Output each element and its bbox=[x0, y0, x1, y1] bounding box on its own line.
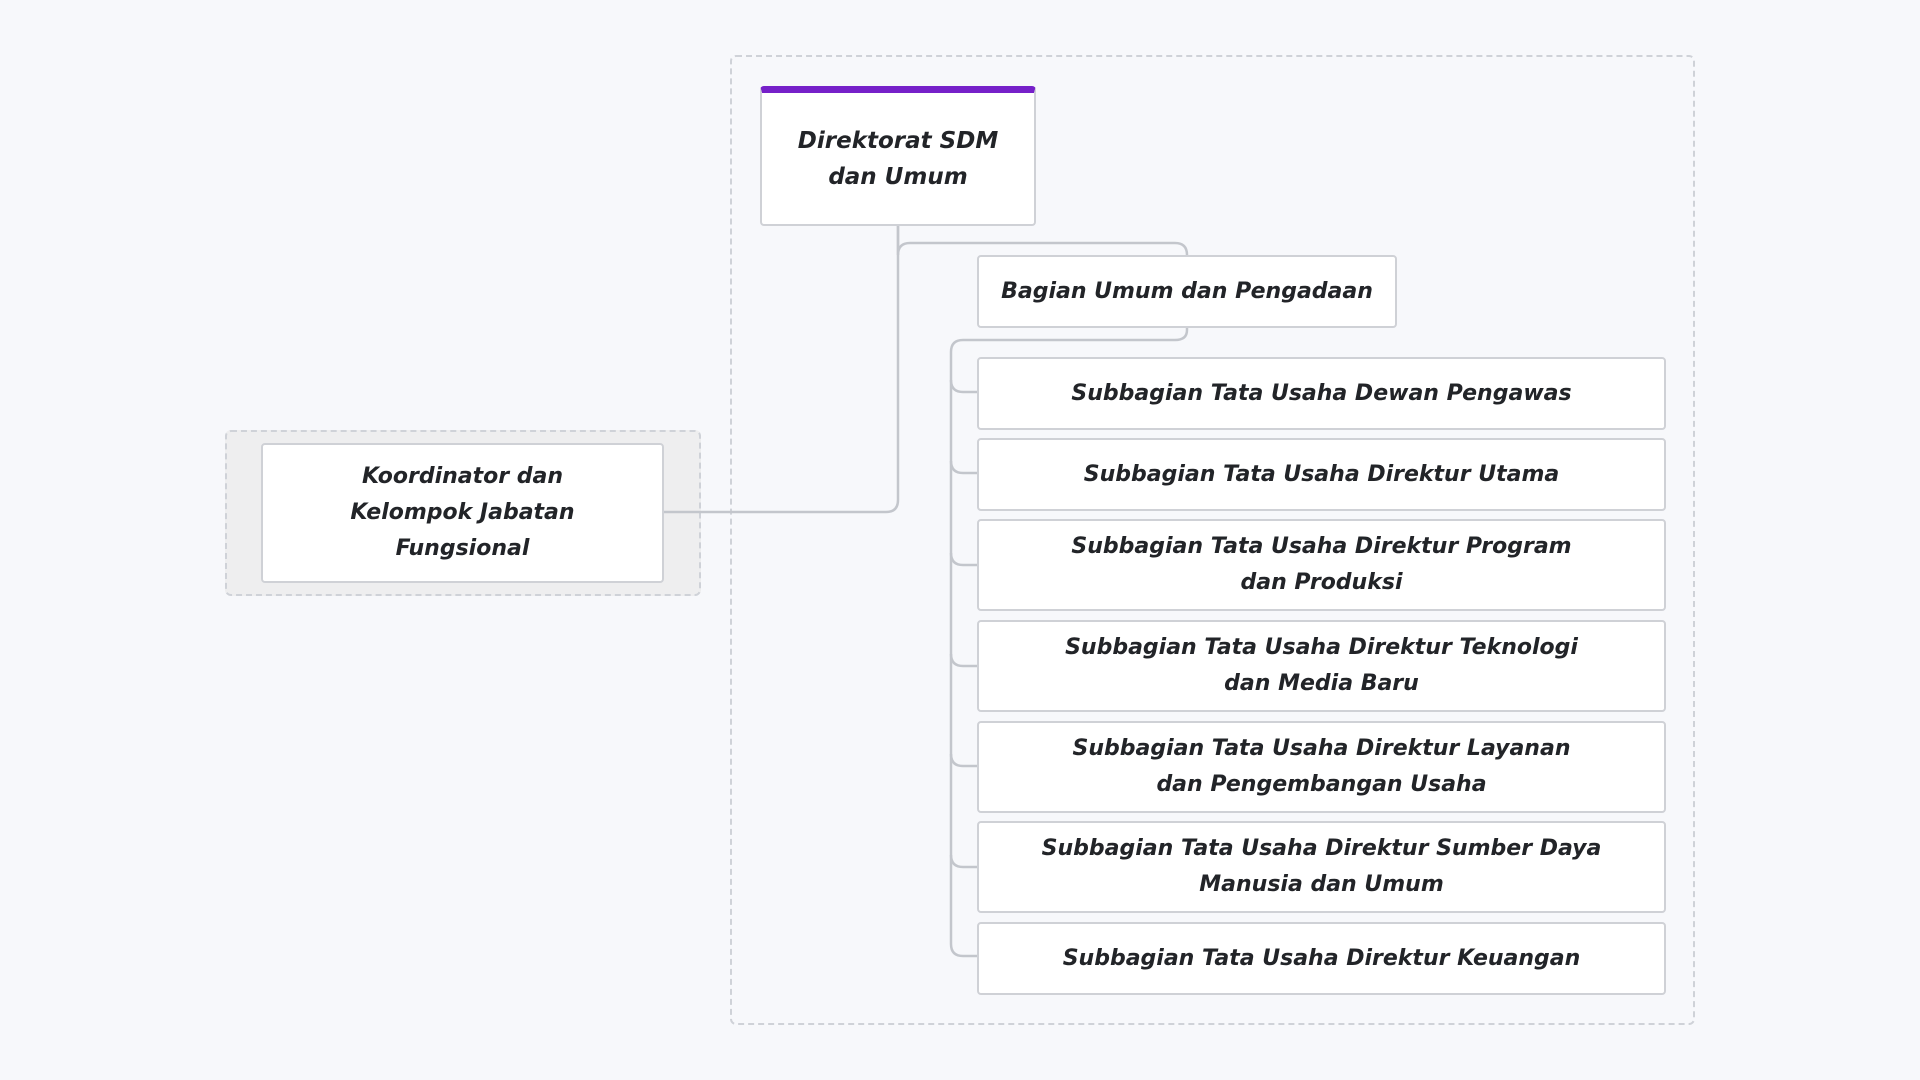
node-subbagian-sdm-umum[interactable]: Subbagian Tata Usaha Direktur Sumber Day… bbox=[977, 821, 1666, 913]
node-subbagian-teknologi-media-baru[interactable]: Subbagian Tata Usaha Direktur Teknologi … bbox=[977, 620, 1666, 712]
node-bagian-umum-pengadaan[interactable]: Bagian Umum dan Pengadaan bbox=[977, 255, 1397, 328]
node-subbagian-program-produksi[interactable]: Subbagian Tata Usaha Direktur Program da… bbox=[977, 519, 1666, 611]
direktorat-group-frame bbox=[730, 55, 1695, 1025]
node-label: Koordinator dan Kelompok Jabatan Fungsio… bbox=[350, 464, 575, 561]
node-label: Subbagian Tata Usaha Direktur Layanan da… bbox=[1072, 736, 1571, 797]
node-subbagian-dewan-pengawas[interactable]: Subbagian Tata Usaha Dewan Pengawas bbox=[977, 357, 1666, 430]
node-label: Subbagian Tata Usaha Direktur Utama bbox=[1083, 461, 1560, 487]
node-label: Subbagian Tata Usaha Direktur Program da… bbox=[1071, 534, 1572, 595]
node-label: Bagian Umum dan Pengadaan bbox=[1001, 278, 1373, 304]
node-label: Subbagian Tata Usaha Direktur Keuangan bbox=[1062, 945, 1581, 971]
node-label: Direktorat SDM dan Umum bbox=[797, 127, 999, 190]
node-label: Subbagian Tata Usaha Direktur Sumber Day… bbox=[1041, 836, 1602, 897]
node-subbagian-direktur-utama[interactable]: Subbagian Tata Usaha Direktur Utama bbox=[977, 438, 1666, 511]
node-label: Subbagian Tata Usaha Dewan Pengawas bbox=[1071, 380, 1572, 406]
node-koordinator-jabatan-fungsional[interactable]: Koordinator dan Kelompok Jabatan Fungsio… bbox=[261, 443, 664, 583]
node-direktorat-sdm-umum[interactable]: Direktorat SDM dan Umum bbox=[760, 86, 1036, 226]
node-label: Subbagian Tata Usaha Direktur Teknologi … bbox=[1065, 635, 1578, 696]
node-subbagian-layanan-pengembangan-usaha[interactable]: Subbagian Tata Usaha Direktur Layanan da… bbox=[977, 721, 1666, 813]
node-subbagian-keuangan[interactable]: Subbagian Tata Usaha Direktur Keuangan bbox=[977, 922, 1666, 995]
